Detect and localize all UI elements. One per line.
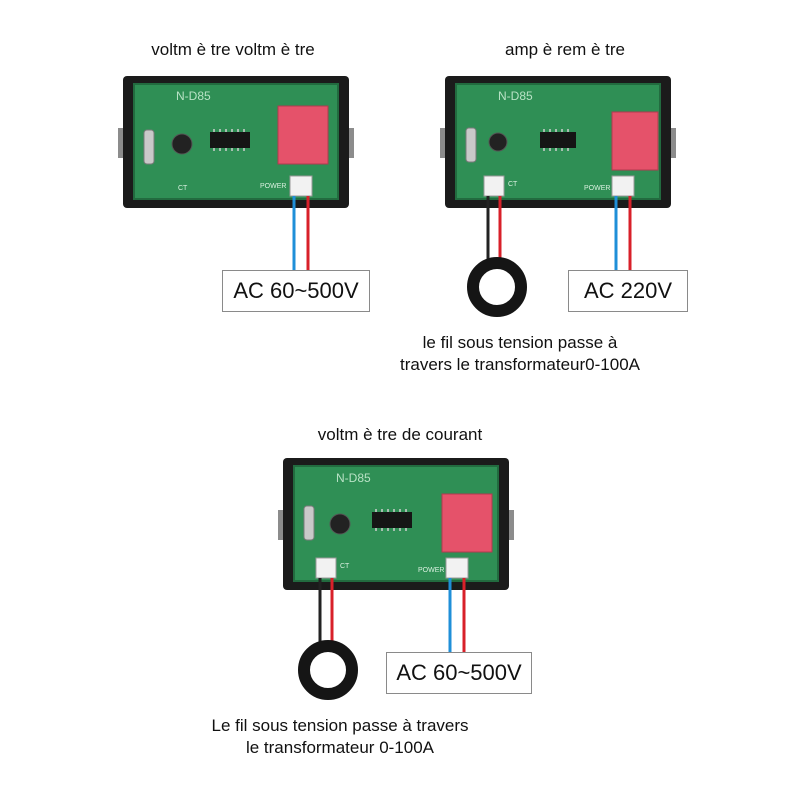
board-model-label: N-D85 [336,471,371,485]
ic-chip [210,132,250,148]
current-transformer-ring-1 [467,257,527,317]
panel-3-title: voltm è tre de courant [317,425,483,444]
relay-block [277,105,329,165]
ct-instruction-note: le fil sous tension passe à travers le t… [370,332,670,376]
ct-label: CT [508,181,518,188]
resistor [465,127,477,163]
ct-instruction-line-2: le transformateur 0-100A [245,738,435,757]
resistor [143,129,155,165]
ct-instruction-line-1: Le fil sous tension passe à travers [211,716,469,735]
power-label: POWER [584,185,610,192]
power-label: POWER [418,567,444,574]
panel-2-title: amp è rem è tre [505,40,625,59]
ct-label: CT [340,563,350,570]
power-label: POWER [260,183,286,190]
current-transformer-ring-2 [298,640,358,700]
panel-1-title: voltm è tre voltm è tre [151,40,315,59]
voltage-label-box: AC 220V [568,270,688,312]
capacitor [171,133,193,155]
resistor [303,505,315,541]
ct-connector [315,557,337,579]
ct-instruction-note: Le fil sous tension passe à travers le t… [190,715,490,759]
capacitor [329,513,351,535]
board-model-label: N-D85 [498,89,533,103]
ic-chip [372,512,412,528]
power-connector [445,557,469,579]
relay-block [441,493,493,553]
relay-block [611,111,659,171]
board-model-label: N-D85 [176,89,211,103]
ct-instruction-line-2: travers le transformateur0-100A [400,355,640,374]
voltage-label-box: AC 60~500V [222,270,370,312]
ct-connector [483,175,505,197]
meter-board-1: N-D85 CT POWER [118,76,354,272]
ct-instruction-line-1: le fil sous tension passe à [422,333,618,352]
meter-board-3: N-D85 CT POWER [278,458,514,654]
ct-label: CT [178,185,188,192]
meter-board-2: N-D85 CT POWER [440,76,676,272]
power-connector [611,175,635,197]
capacitor [488,132,508,152]
power-connector [289,175,313,197]
ic-chip [540,132,576,148]
voltage-label-box: AC 60~500V [386,652,532,694]
